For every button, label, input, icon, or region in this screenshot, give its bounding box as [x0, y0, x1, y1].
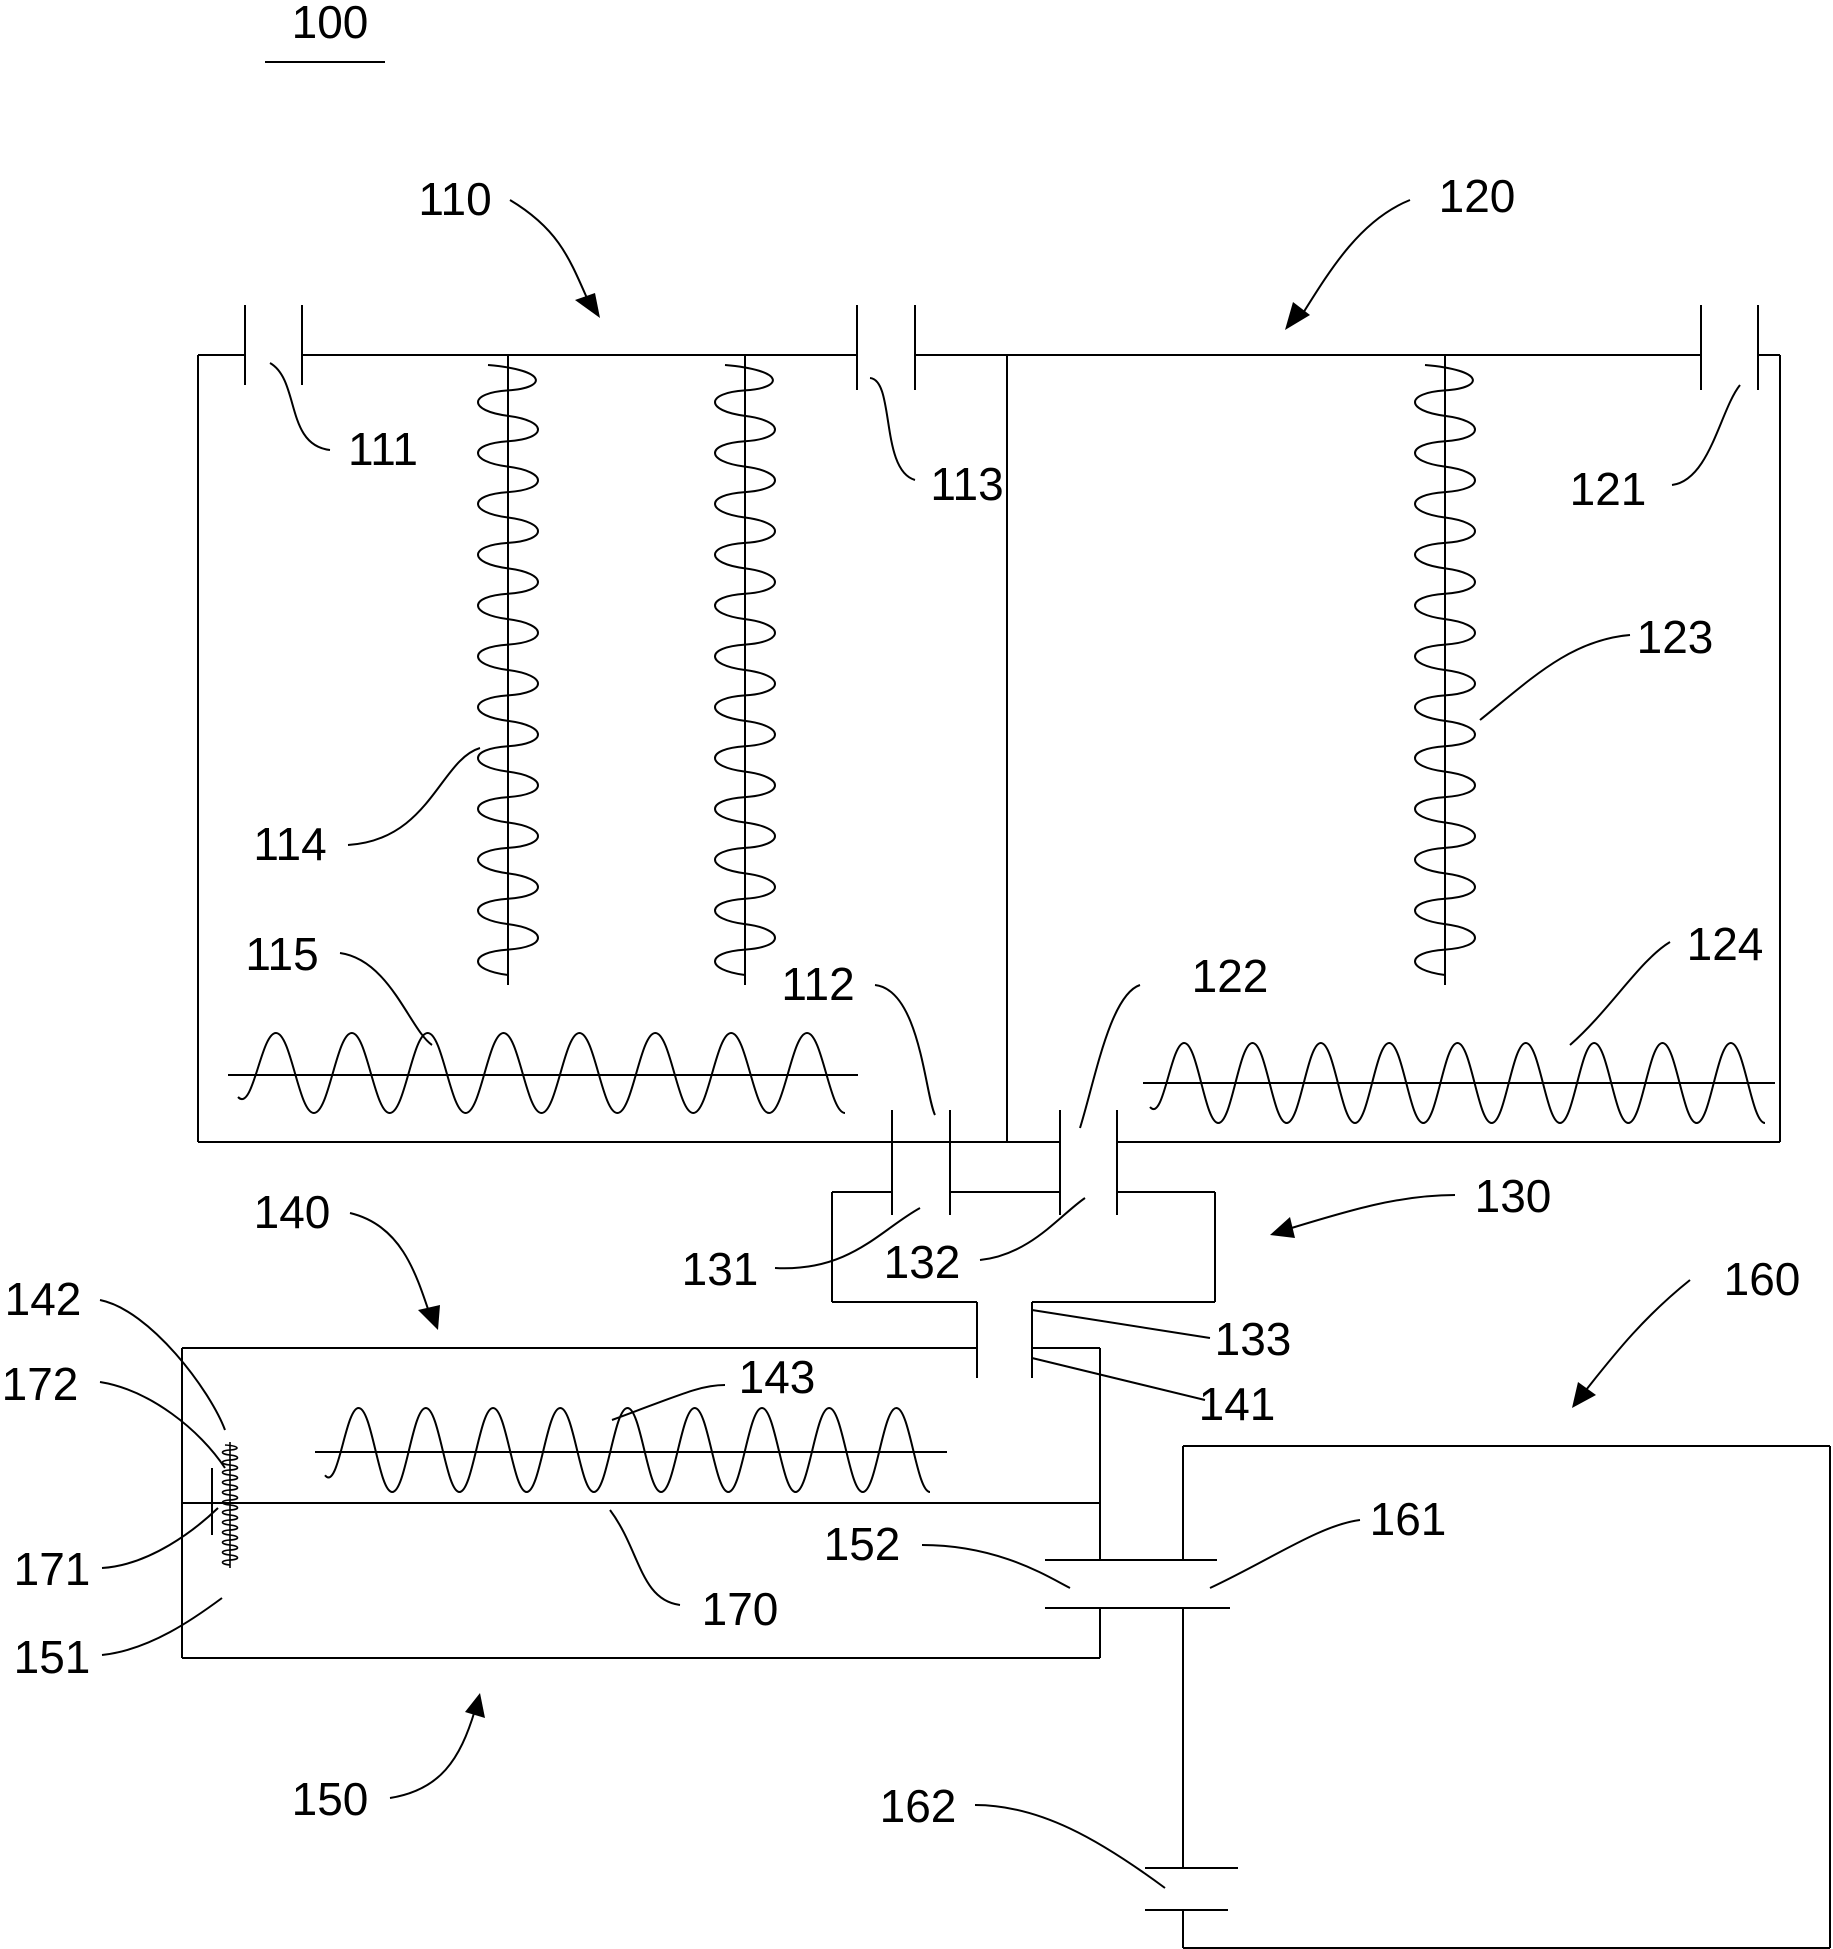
heater-124 [1143, 1041, 1775, 1125]
label-110: 110 [418, 173, 491, 225]
outlet-112 [891, 1110, 1060, 1215]
label-122: 122 [1192, 950, 1269, 1002]
label-142: 142 [5, 1273, 82, 1325]
label-143: 143 [739, 1351, 816, 1403]
label-160: 160 [1724, 1253, 1801, 1305]
label-140: 140 [254, 1186, 331, 1238]
label-121: 121 [1570, 463, 1647, 515]
leader-lines [99, 362, 1741, 1889]
label-131: 131 [682, 1243, 759, 1295]
label-141: 141 [1199, 1378, 1276, 1430]
label-172: 172 [2, 1358, 79, 1410]
heater-114 [477, 355, 539, 985]
label-114: 114 [253, 818, 326, 870]
pipe-152-161 [1045, 1559, 1230, 1609]
tank-120 [915, 354, 1781, 1143]
label-123: 123 [1637, 611, 1714, 663]
label-161: 161 [1370, 1493, 1447, 1545]
label-133: 133 [1215, 1313, 1292, 1365]
label-151: 151 [14, 1631, 91, 1683]
label-171: 171 [14, 1543, 91, 1595]
outlet-122 [1059, 1110, 1118, 1215]
tank-110 [197, 354, 1008, 1143]
label-152: 152 [824, 1518, 901, 1570]
outlet-162 [1145, 1867, 1238, 1911]
label-162: 162 [880, 1780, 957, 1832]
inlet-111 [244, 305, 303, 385]
heater-123 [1414, 355, 1476, 985]
label-111: 111 [348, 423, 418, 475]
label-115: 115 [245, 928, 318, 980]
label-130: 130 [1475, 1170, 1552, 1222]
label-170: 170 [702, 1583, 779, 1635]
pipe-133-141 [976, 1302, 1033, 1378]
label-150: 150 [292, 1773, 369, 1825]
heater-143 [315, 1406, 947, 1494]
arrows [349, 199, 1691, 1799]
figure-number: 100 [292, 0, 369, 48]
label-124: 124 [1687, 918, 1764, 970]
mixer-130 [831, 1191, 1216, 1303]
heater-172 [221, 1442, 239, 1568]
label-132: 132 [884, 1236, 961, 1288]
heater-115 [228, 1031, 858, 1115]
label-112: 112 [781, 958, 854, 1010]
tank-160 [1182, 1445, 1831, 1949]
label-113: 113 [930, 458, 1003, 510]
outlet-121 [1700, 305, 1759, 390]
connector-113 [856, 305, 916, 390]
tank-140-150 [181, 1347, 1101, 1659]
label-120: 120 [1439, 170, 1516, 222]
heater-114b [714, 355, 776, 985]
